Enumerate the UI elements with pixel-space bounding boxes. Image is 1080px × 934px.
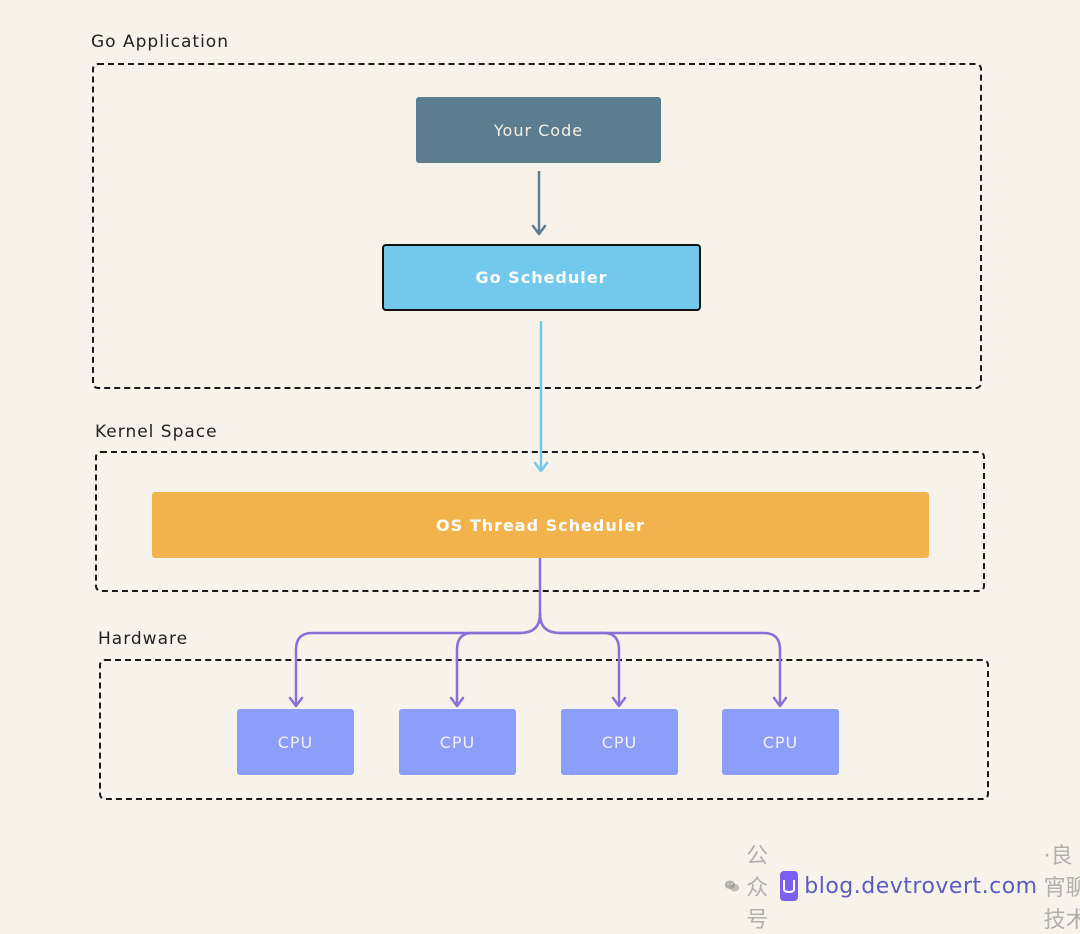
arrow-code-to-scheduler	[531, 171, 547, 236]
os-thread-scheduler-box: OS Thread Scheduler	[152, 492, 929, 558]
cpu-box-4: CPU	[722, 709, 839, 775]
section-label-kernel-space: Kernel Space	[95, 422, 218, 442]
go-application-region	[92, 63, 982, 389]
cpu-box-3: CPU	[561, 709, 678, 775]
arrow-scheduler-to-os	[533, 321, 549, 473]
watermark: 公众号 blog.devtrovert.com ·良宵聊技术	[724, 838, 1080, 934]
cpu-box-1: CPU	[237, 709, 354, 775]
watermark-prefix: 公众号	[746, 844, 769, 933]
watermark-suffix: ·良宵聊技术	[1043, 844, 1080, 933]
section-label-go-application: Go Application	[91, 32, 229, 52]
cpu-box-2: CPU	[399, 709, 516, 775]
your-code-box: Your Code	[416, 97, 661, 163]
go-scheduler-box: Go Scheduler	[382, 244, 701, 311]
wechat-icon	[724, 880, 740, 892]
connector-arrows	[288, 171, 788, 708]
site-logo-icon	[780, 871, 799, 901]
section-label-hardware: Hardware	[98, 629, 189, 649]
watermark-url: blog.devtrovert.com	[804, 873, 1038, 899]
arrows-os-to-cpus	[288, 556, 788, 708]
hardware-region	[99, 659, 989, 800]
